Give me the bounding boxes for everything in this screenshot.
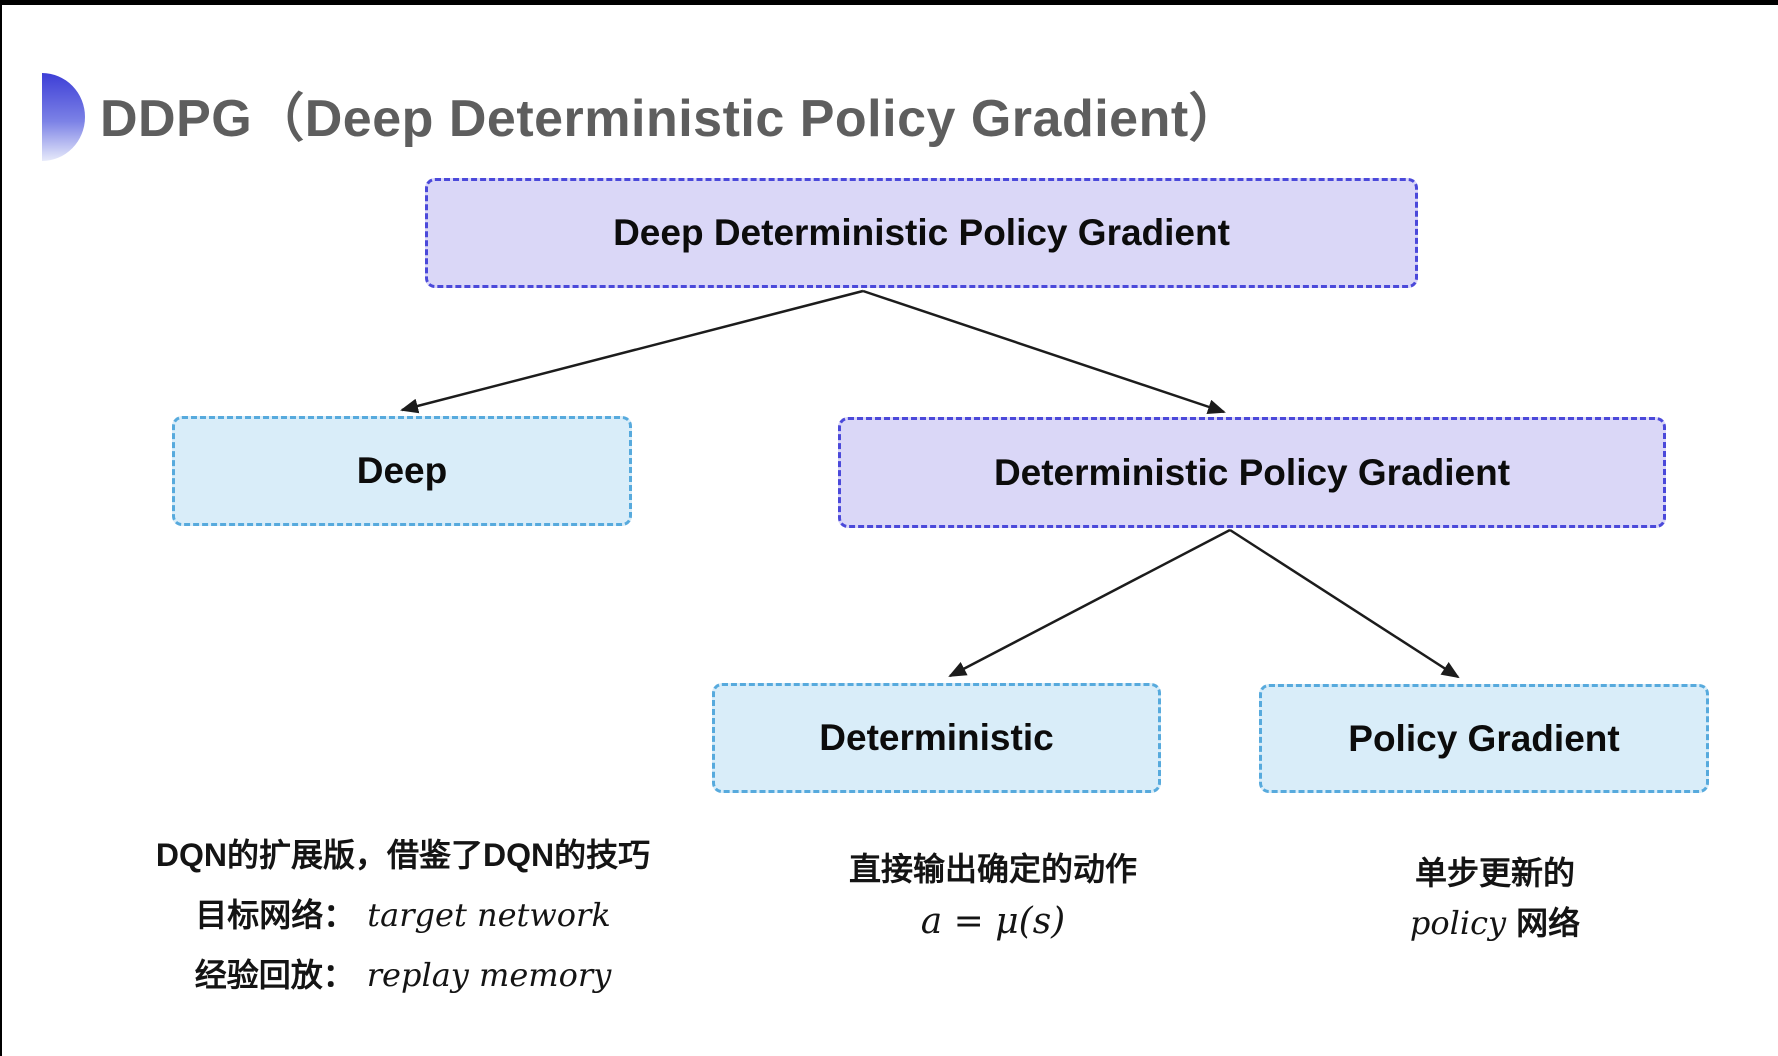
policy-label-en: policy [1409,904,1507,942]
note-dqn: DQN的扩展版，借鉴了DQN的技巧 目标网络： target network 经验… [110,838,696,1018]
target-network-label-zh: 目标网络： [195,897,356,933]
note-dqn-summary: DQN的扩展版，借鉴了DQN的技巧 [155,837,651,873]
node-label: Deep [356,450,448,491]
replay-memory-label-zh: 经验回放： [194,957,355,993]
edge-dpg-policy-gradient [1229,528,1460,679]
edge-root-dpg [862,289,1226,415]
policy-label-zh: 网络 [1516,905,1581,941]
edge-root-deep [400,289,864,414]
frame-top-edge [0,0,1778,5]
frame-left-edge [0,0,2,1056]
node-deterministic-policy-gradient: Deterministic Policy Gradient [838,417,1666,528]
note-policy-gradient-text: 单步更新的 [1414,855,1575,891]
edge-dpg-deterministic [948,528,1231,678]
node-label: Deep Deterministic Policy Gradient [613,212,1230,253]
note-deterministic: 直接输出确定的动作 a = μ(s) [800,852,1186,942]
node-policy-gradient: Policy Gradient [1259,684,1709,793]
note-dqn-target-network: 目标网络： target network [110,898,696,932]
node-deterministic: Deterministic [712,683,1161,793]
node-label: Deterministic Policy Gradient [993,451,1511,493]
target-network-label-en: target network [367,896,611,934]
note-deterministic-formula: a = μ(s) [920,901,1066,942]
node-label: Deterministic [819,717,1054,758]
node-label: Policy Gradient [1348,717,1620,759]
node-deep-deterministic-policy-gradient: Deep Deterministic Policy Gradient [425,178,1418,288]
note-dqn-replay-memory: 经验回放： replay memory [110,958,696,992]
note-deterministic-text: 直接输出确定的动作 [848,851,1137,887]
slide-title: DDPG（Deep Deterministic Policy Gradient） [100,90,1242,148]
replay-memory-label-en: replay memory [366,956,612,994]
node-deep: Deep [172,416,632,526]
